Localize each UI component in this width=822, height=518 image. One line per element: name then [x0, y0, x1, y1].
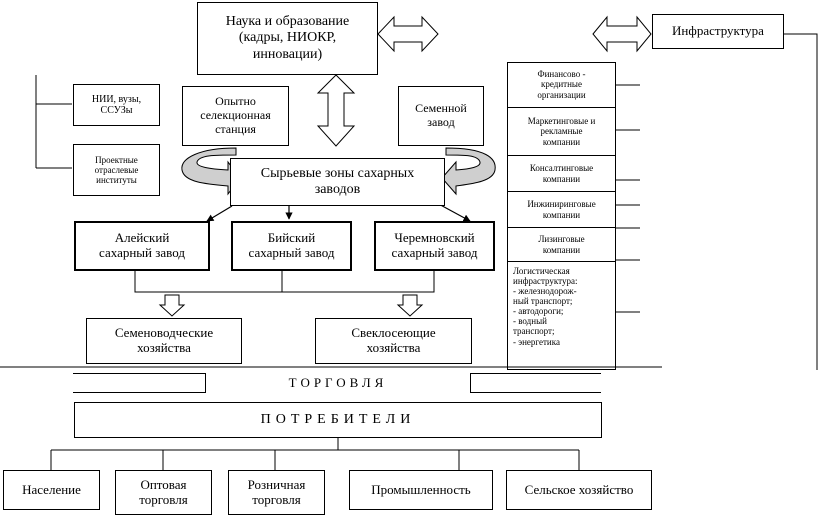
factories-connector: [134, 271, 435, 293]
beet-farms-box: Свеклосеющие хозяйства: [315, 318, 472, 364]
biysky-factory-label: Бийский сахарный завод: [248, 230, 335, 260]
infrastructure-box: Инфраструктура: [652, 14, 784, 49]
beet-farms-label: Свеклосеющие хозяйства: [351, 325, 436, 355]
science-raw-zones-double-arrow: [316, 74, 356, 147]
raw-zones-box: Сырьевые зоны сахарных заводов: [230, 158, 445, 206]
infrastructure-double-arrow: [592, 15, 652, 53]
consumer-group-label: Сельское хозяйство: [524, 481, 634, 497]
infrastructure-item-engineering: Инжиниринговые компании: [507, 192, 616, 228]
infrastructure-item-leasing: Лизинговые компании: [507, 228, 616, 262]
consumers-box: ПОТРЕБИТЕЛИ: [74, 402, 602, 438]
design-institutes-label: Проектные отраслевые институты: [94, 154, 139, 186]
consumer-group-retail: Розничная торговля: [228, 470, 325, 515]
consumer-group-wholesale: Оптовая торговля: [115, 470, 212, 515]
consumers-label: ПОТРЕБИТЕЛИ: [260, 411, 416, 427]
seed-farms-arrow: [158, 294, 186, 317]
consumer-group-label: Население: [22, 481, 81, 497]
infrastructure-list: [507, 62, 616, 370]
trade-right-bracket: [470, 373, 601, 393]
trade-label-box: ТОРГОВЛЯ: [206, 373, 470, 393]
seed-plant-curved-arrow: [441, 147, 496, 196]
raw-zones-label: Сырьевые зоны сахарных заводов: [260, 165, 415, 197]
consumer-group-agriculture: Сельское хозяйство: [506, 470, 652, 510]
raw-to-aleysky-arrow: [206, 205, 233, 222]
nii-label: НИИ, вузы, ССУЗы: [91, 93, 142, 117]
consumer-group-industry: Промышленность: [349, 470, 493, 510]
infrastructure-label: Инфраструктура: [672, 23, 764, 39]
infrastructure-item-logistics: Логистическая инфраструктура: - железнод…: [513, 266, 578, 347]
infrastructure-item-marketing: Маркетинговые и рекламные компании: [507, 108, 616, 156]
trade-label: ТОРГОВЛЯ: [288, 374, 388, 390]
science-double-arrow-right: [377, 15, 439, 53]
consumer-group-population: Население: [3, 470, 100, 510]
consumer-group-label: Промышленность: [371, 481, 471, 497]
seed-plant-label: Семенной завод: [415, 101, 467, 129]
seed-plant-box: Семенной завод: [398, 86, 484, 146]
cheremnovsky-factory-box: Черемновский сахарный завод: [374, 221, 495, 271]
infrastructure-ticks: [616, 84, 640, 313]
science-box: Наука и образование (кадры, НИОКР, иннов…: [197, 2, 378, 75]
infrastructure-bracket: [784, 33, 818, 370]
aleysky-factory-box: Алейский сахарный завод: [74, 221, 210, 271]
infrastructure-item-consulting: Консалтинговые компании: [507, 156, 616, 192]
nii-box: НИИ, вузы, ССУЗы: [73, 84, 160, 126]
beet-farms-arrow: [396, 294, 424, 317]
biysky-factory-box: Бийский сахарный завод: [231, 221, 352, 271]
consumer-group-label: Оптовая торговля: [139, 476, 188, 507]
trade-left-bracket: [73, 373, 206, 393]
design-institutes-box: Проектные отраслевые институты: [73, 144, 160, 196]
nii-bracket: [35, 75, 72, 169]
consumer-group-label: Розничная торговля: [247, 476, 306, 507]
selection-station-box: Опытно селекционная станция: [182, 86, 289, 146]
seed-farms-box: Семеноводческие хозяйства: [86, 318, 242, 364]
seed-farms-label: Семеноводческие хозяйства: [114, 325, 214, 355]
aleysky-factory-label: Алейский сахарный завод: [99, 230, 185, 260]
infrastructure-item-finance: Финансово - кредитные организации: [507, 62, 616, 108]
cheremnovsky-factory-label: Черемновский сахарный завод: [391, 230, 478, 260]
consumers-tree: [50, 438, 580, 470]
selection-station-label: Опытно селекционная станция: [200, 94, 271, 136]
science-label: Наука и образование (кадры, НИОКР, иннов…: [225, 14, 350, 62]
